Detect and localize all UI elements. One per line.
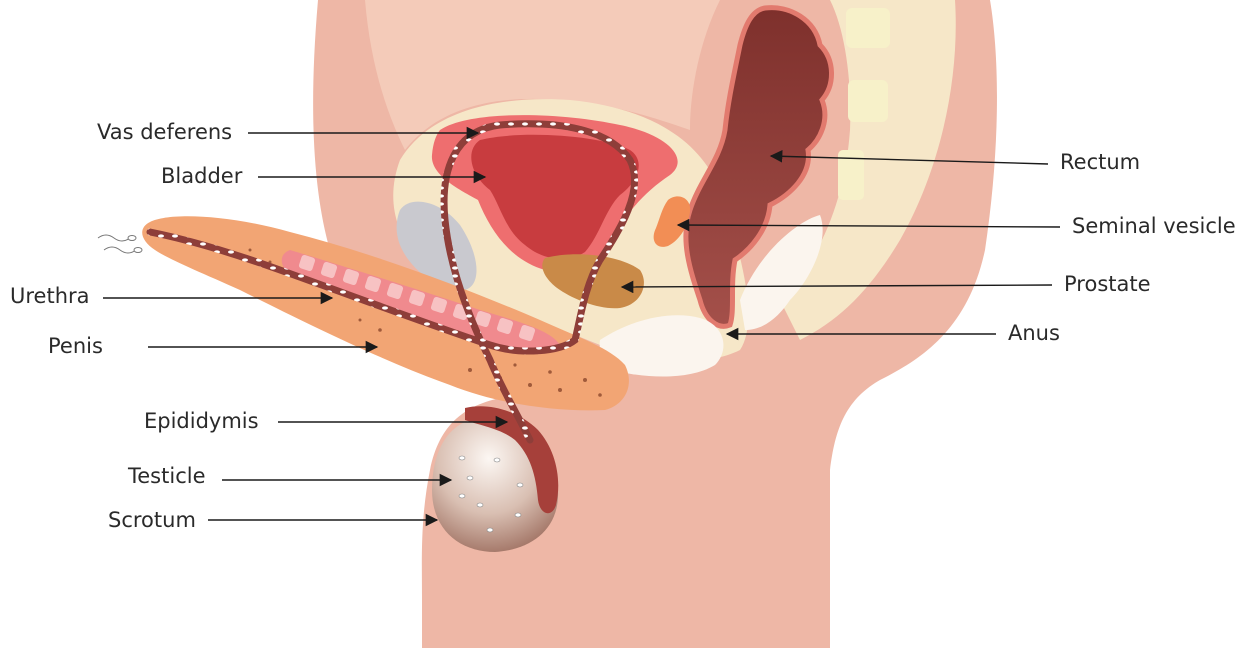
label-vas-deferens: Vas deferens xyxy=(97,122,232,143)
label-prostate: Prostate xyxy=(1064,274,1151,295)
label-rectum: Rectum xyxy=(1060,152,1140,173)
label-epididymis: Epididymis xyxy=(144,411,259,432)
label-urethra: Urethra xyxy=(10,286,90,307)
sperm-tip xyxy=(98,235,142,253)
label-scrotum: Scrotum xyxy=(108,510,196,531)
label-seminal-vesicle: Seminal vesicle xyxy=(1072,216,1236,237)
vertebra xyxy=(846,8,890,48)
label-anus: Anus xyxy=(1008,323,1060,344)
label-penis: Penis xyxy=(48,336,103,357)
vertebra xyxy=(848,80,888,122)
label-testicle: Testicle xyxy=(128,466,206,487)
label-bladder: Bladder xyxy=(161,166,242,187)
